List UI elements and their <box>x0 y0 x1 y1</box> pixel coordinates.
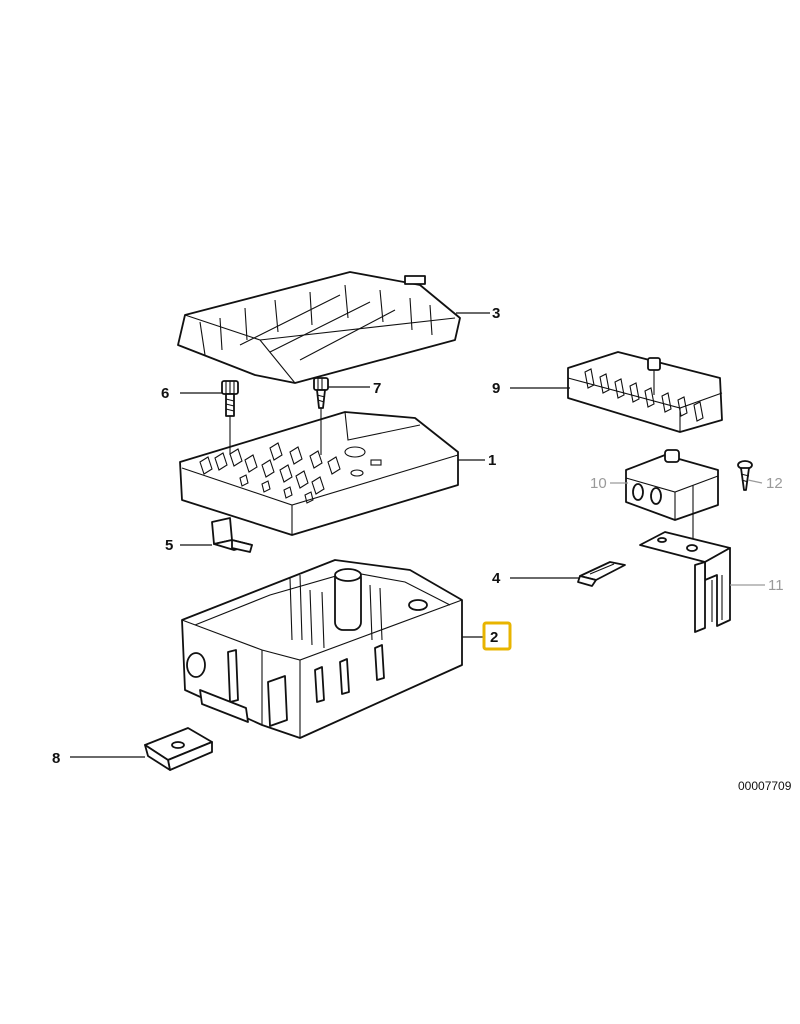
part-11-mounting-bracket[interactable] <box>639 531 731 633</box>
callout-3[interactable]: 3 <box>492 305 500 322</box>
part-10-terminal-block[interactable] <box>625 449 719 545</box>
part-3-cover-lid[interactable] <box>177 271 461 384</box>
part-5-clip[interactable] <box>211 517 253 553</box>
callout-11[interactable]: 11 <box>768 577 784 594</box>
callout-6[interactable]: 6 <box>161 385 169 402</box>
callout-8[interactable]: 8 <box>52 750 60 767</box>
callout-labels: 3 6 7 1 5 2 8 9 4 10 12 11 00007709 <box>52 305 792 793</box>
part-8-bracket[interactable] <box>144 727 213 771</box>
callout-10[interactable]: 10 <box>590 475 607 492</box>
part-6-screw[interactable] <box>221 380 239 455</box>
callout-1[interactable]: 1 <box>488 452 496 469</box>
callout-12[interactable]: 12 <box>766 475 783 492</box>
callout-9[interactable]: 9 <box>492 380 500 397</box>
callout-7[interactable]: 7 <box>373 380 381 397</box>
callout-5[interactable]: 5 <box>165 537 173 554</box>
part-4-fuse[interactable] <box>577 561 626 587</box>
part-2-housing-base[interactable] <box>181 559 463 739</box>
part-7-screw[interactable] <box>313 377 329 455</box>
callout-2-highlight-box <box>482 621 512 651</box>
callout-4[interactable]: 4 <box>492 570 501 587</box>
callout-2[interactable]: 2 <box>490 629 498 646</box>
part-9-terminal-strip[interactable] <box>567 351 723 433</box>
part-1-fuse-carrier[interactable] <box>179 411 459 536</box>
diagram-reference-number: 00007709 <box>738 779 792 793</box>
leader-lines <box>70 312 765 758</box>
part-12-screw[interactable] <box>737 460 753 491</box>
